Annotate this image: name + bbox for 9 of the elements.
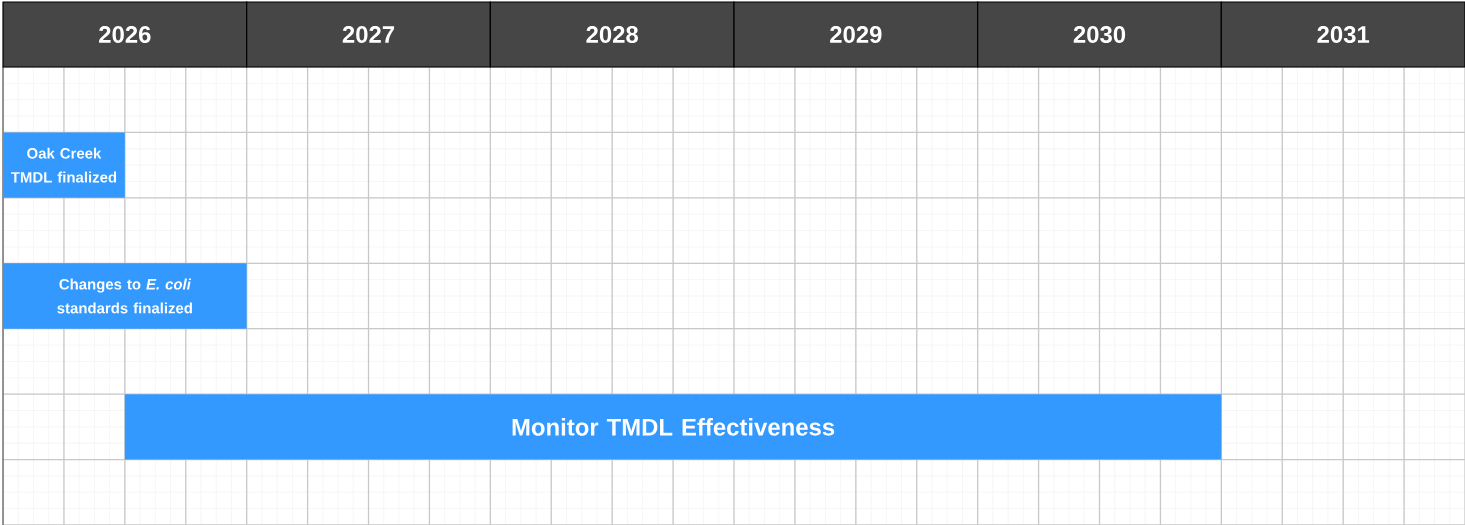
year-header: 2029 xyxy=(733,1,979,68)
task-bar: Changes to E. coli standards finalized xyxy=(3,263,247,329)
task-bar: Oak Creek TMDL finalized xyxy=(3,132,125,198)
year-header: 2030 xyxy=(977,1,1222,68)
year-header: 2026 xyxy=(2,1,248,68)
year-header: 2031 xyxy=(1220,1,1465,68)
year-header: 2027 xyxy=(246,1,491,68)
year-header: 2028 xyxy=(489,1,735,68)
task-bar: Monitor TMDL Effectiveness xyxy=(124,394,1222,460)
